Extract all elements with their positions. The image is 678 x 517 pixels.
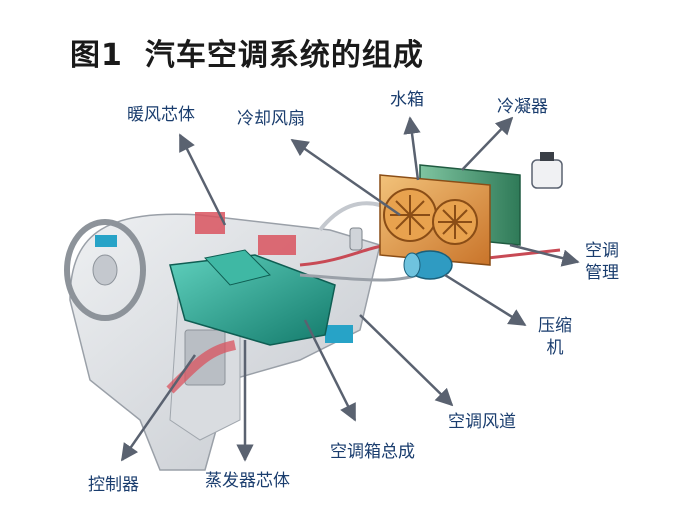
heater-ducts	[166, 212, 296, 394]
label-evaporator-core: 蒸发器芯体	[205, 471, 290, 491]
label-ac-pipe-line2: 管理	[585, 263, 619, 283]
leader-ac-duct	[359, 314, 454, 407]
label-radiator: 水箱	[390, 90, 424, 110]
receiver-drier	[349, 227, 363, 251]
label-heater-core: 暖风芯体	[127, 105, 195, 125]
air-vents	[95, 235, 353, 343]
label-compressor-line1: 压缩	[538, 316, 572, 336]
leader-condenser	[461, 116, 514, 171]
radiator-core	[379, 174, 491, 266]
label-ac-duct: 空调风道	[448, 412, 516, 432]
figure-title: 图1 汽车空调系统的组成	[70, 30, 424, 74]
coolant-reservoir	[531, 152, 563, 189]
label-compressor-line2: 机	[546, 338, 564, 358]
label-controller: 控制器	[88, 475, 139, 495]
hvac-box	[169, 249, 336, 346]
leader-heater-core	[178, 133, 227, 226]
leader-compressor	[444, 273, 527, 327]
label-ac-pipe-line1: 空调	[585, 241, 619, 261]
leader-lines	[120, 116, 580, 462]
leader-cooling-fan	[290, 138, 401, 217]
steering-wheel	[64, 219, 146, 321]
leader-radiator	[403, 116, 421, 181]
leader-ac-box	[303, 319, 357, 422]
leader-controller	[120, 354, 197, 462]
compressor-unit	[403, 250, 453, 280]
leader-ac-pipe	[509, 243, 580, 267]
label-compressor: 压缩 机	[538, 315, 572, 359]
figure-title-text: 汽车空调系统的组成	[144, 38, 424, 73]
figure-number: 图1	[70, 38, 123, 73]
label-ac-box-assembly: 空调箱总成	[330, 442, 415, 462]
label-cooling-fan: 冷却风扇	[237, 109, 305, 129]
label-condenser: 冷凝器	[497, 97, 548, 117]
label-ac-pipe: 空调 管理	[585, 240, 619, 284]
